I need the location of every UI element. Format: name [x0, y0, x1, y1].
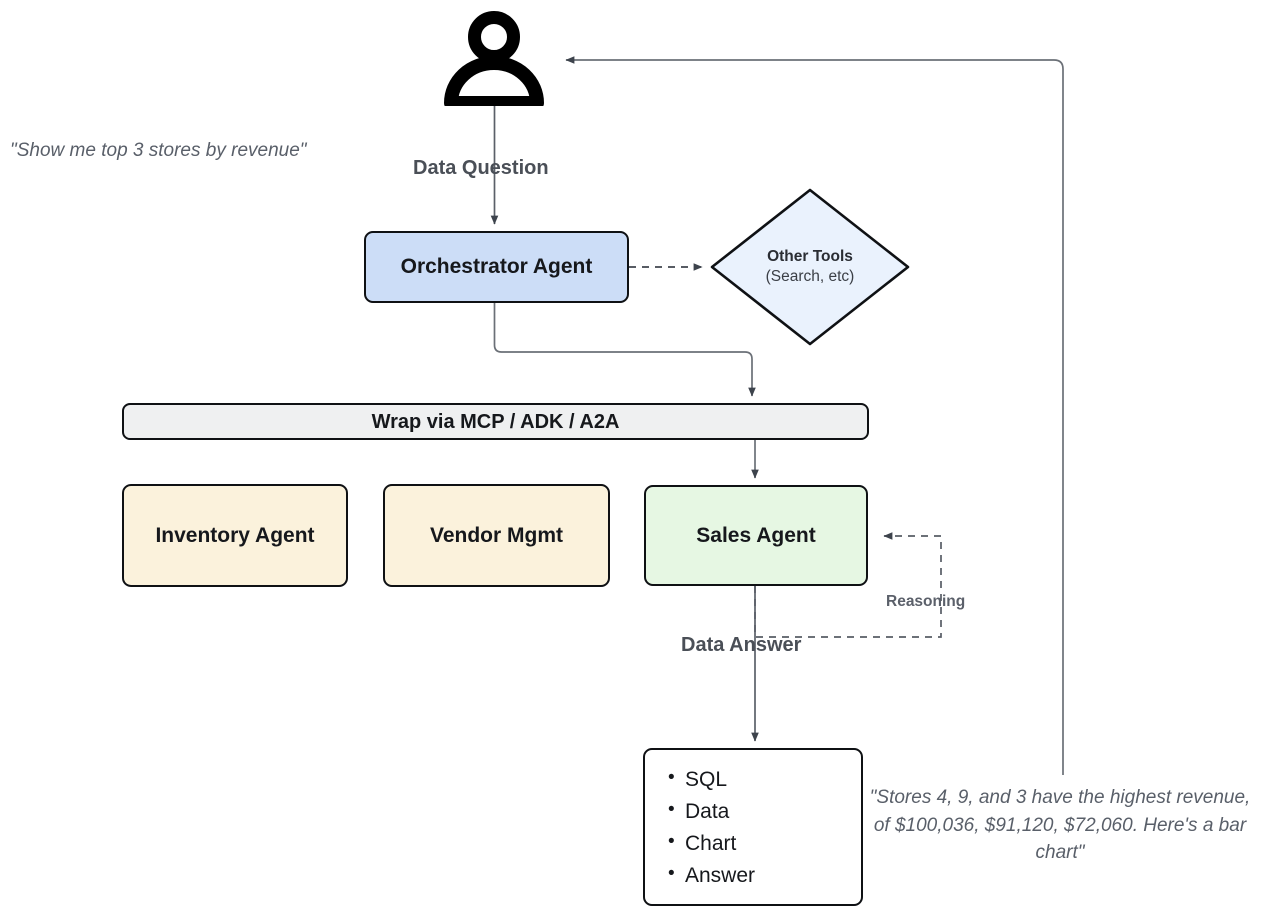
node-mcp-wrapper-bar[interactable]: Wrap via MCP / ADK / A2A: [122, 403, 869, 440]
edge-label-reasoning: Reasoning: [886, 593, 966, 610]
node-sales-agent[interactable]: Sales Agent: [644, 485, 868, 586]
node-inventory-agent[interactable]: Inventory Agent: [122, 484, 348, 587]
node-orchestrator-agent[interactable]: Orchestrator Agent: [364, 231, 629, 303]
list-item: Answer: [668, 859, 861, 892]
output-artifact-list: SQL Data Chart Answer: [667, 763, 861, 893]
node-vendor-mgmt-agent[interactable]: Vendor Mgmt: [383, 484, 610, 587]
answer-quote: "Stores 4, 9, and 3 have the highest rev…: [869, 787, 1251, 864]
user-question-quote: "Show me top 3 stores by revenue": [10, 140, 307, 161]
edge-label-data-answer: Data Answer: [681, 634, 802, 656]
other-tools-label: Other Tools (Search, etc): [706, 188, 914, 346]
node-output-artifacts[interactable]: SQL Data Chart Answer: [643, 748, 863, 906]
edge-label-data-question: Data Question: [413, 157, 549, 179]
other-tools-label-line2: (Search, etc): [765, 268, 855, 285]
node-other-tools[interactable]: Other Tools (Search, etc): [706, 188, 914, 346]
list-item: Chart: [668, 827, 861, 860]
list-item: Data: [668, 795, 861, 828]
list-item: SQL: [668, 763, 861, 796]
other-tools-label-line1: Other Tools: [767, 248, 853, 266]
person-icon: [444, 11, 544, 106]
